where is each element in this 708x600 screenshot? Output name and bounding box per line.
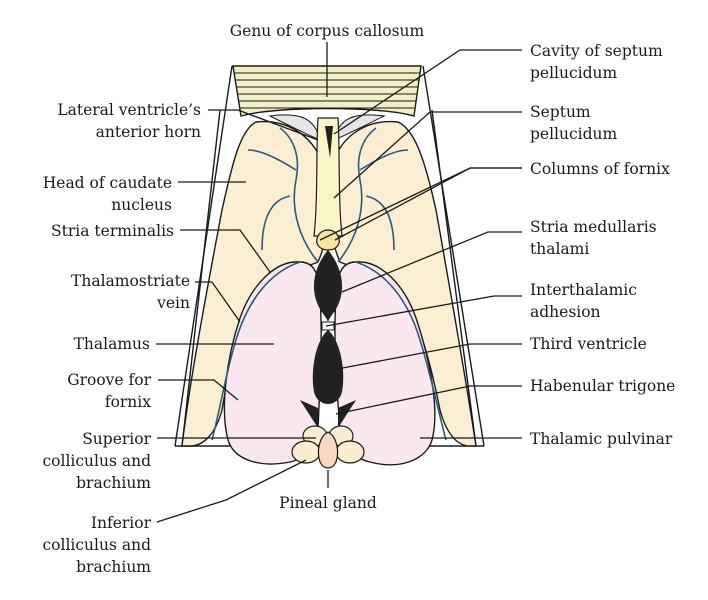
pineal-gland-shape — [317, 431, 339, 469]
label-genu: Genu of corpus callosum — [229, 22, 425, 40]
label-pulvinar: Thalamic pulvinar — [530, 430, 673, 448]
leader-lines — [156, 42, 522, 523]
septal-cavity — [325, 126, 333, 158]
third-ventricle — [313, 250, 343, 322]
fornix-columns — [316, 229, 340, 251]
label-thalamus: Thalamus — [73, 335, 150, 353]
label-septum: Septum pellucidum — [530, 103, 618, 143]
label-stria-terminalis: Stria terminalis — [51, 222, 174, 240]
label-stria-medullaris: Stria medullaris thalami — [530, 218, 657, 258]
label-groove-fornix: Groove for fornix — [67, 371, 151, 411]
left-habenular-trigone — [300, 400, 318, 428]
vein-lines — [211, 127, 447, 441]
label-interthalamic: Interthalamic adhesion — [530, 281, 637, 321]
label-columns-fornix: Columns of fornix — [530, 160, 670, 178]
label-cavity-septum: Cavity of septum pellucidum — [530, 42, 663, 82]
label-habenular: Habenular trigone — [530, 377, 676, 395]
label-pineal: Pineal gland — [279, 494, 377, 512]
label-inferior-colliculus: Inferior colliculus and brachium — [42, 514, 151, 576]
right-inferior-colliculus — [335, 440, 365, 464]
label-thalamostriate: Thalamostriate vein — [71, 272, 190, 312]
right-habenular-trigone — [338, 400, 356, 428]
left-inferior-colliculus — [291, 440, 321, 464]
label-caudate: Head of caudate nucleus — [42, 174, 172, 214]
third-ventricle-lower — [312, 330, 344, 404]
label-superior-colliculus: Superior colliculus and brachium — [42, 430, 151, 492]
label-third-ventricle: Third ventricle — [530, 335, 647, 353]
label-lateral-ventricle: Lateral ventricle’s anterior horn — [57, 101, 201, 141]
